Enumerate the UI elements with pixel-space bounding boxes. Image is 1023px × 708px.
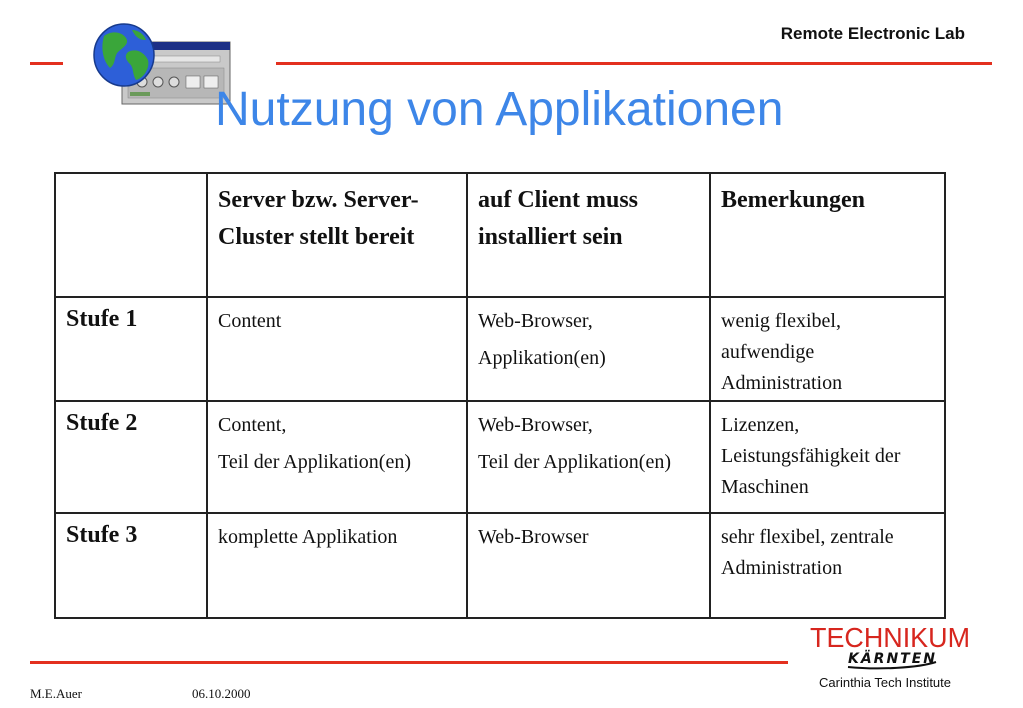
globe-icon bbox=[93, 23, 155, 87]
server-cell: Content bbox=[206, 296, 468, 402]
client-cell: Web-Browser, Applikation(en) bbox=[466, 296, 711, 402]
client-line: Web-Browser, bbox=[478, 414, 593, 436]
application-usage-table: Server bzw. Server-Cluster stellt bereit… bbox=[54, 172, 946, 619]
logo-main-text: TECHNIKUM bbox=[810, 622, 970, 653]
row-label: Stufe 1 bbox=[54, 296, 208, 402]
table-header-remarks: Bemerkungen bbox=[709, 172, 946, 298]
client-line: Teil der Applikation(en) bbox=[478, 451, 671, 473]
client-cell: Web-Browser bbox=[466, 512, 711, 619]
server-line: Content bbox=[218, 310, 282, 332]
server-line: Teil der Applikation(en) bbox=[218, 451, 411, 473]
client-line: Web-Browser bbox=[478, 526, 589, 548]
client-line: Applikation(en) bbox=[478, 347, 606, 369]
remarks-cell: sehr flexibel, zentrale Administration bbox=[709, 512, 946, 619]
footer-rule bbox=[30, 661, 788, 664]
remarks-cell: Lizenzen, Leistungsfähigkeit der Maschin… bbox=[709, 400, 946, 514]
server-cell: Content, Teil der Applikation(en) bbox=[206, 400, 468, 514]
table-header-server: Server bzw. Server-Cluster stellt bereit bbox=[206, 172, 468, 298]
table-row: Stufe 2 Content, Teil der Applikation(en… bbox=[54, 400, 946, 514]
client-cell: Web-Browser, Teil der Applikation(en) bbox=[466, 400, 711, 514]
page-title: Nutzung von Applikationen bbox=[215, 83, 784, 136]
table-header-client: auf Client muss installiert sein bbox=[466, 172, 711, 298]
table-row: Stufe 1 Content Web-Browser, Applikation… bbox=[54, 296, 946, 402]
table-header-empty bbox=[54, 172, 208, 298]
header-lab-name: Remote Electronic Lab bbox=[780, 24, 965, 43]
header-rule-right bbox=[276, 62, 992, 65]
institute-name: Carinthia Tech Institute bbox=[819, 675, 951, 690]
remarks-cell: wenig flexibel, aufwendige Administratio… bbox=[709, 296, 946, 402]
server-cell: komplette Applikation bbox=[206, 512, 468, 619]
server-line: komplette Applikation bbox=[218, 526, 398, 548]
footer-author: M.E.Auer bbox=[30, 686, 82, 701]
table-row: Stufe 3 komplette Applikation Web-Browse… bbox=[54, 512, 946, 619]
server-line: Content, bbox=[218, 414, 287, 436]
table-header-row: Server bzw. Server-Cluster stellt bereit… bbox=[54, 172, 946, 298]
logo-sub-text: KÄRNTEN bbox=[848, 650, 937, 667]
header-rule-left bbox=[30, 62, 63, 65]
footer-date: 06.10.2000 bbox=[192, 686, 251, 701]
client-line: Web-Browser, bbox=[478, 310, 593, 332]
row-label: Stufe 2 bbox=[54, 400, 208, 514]
row-label: Stufe 3 bbox=[54, 512, 208, 619]
globe-window-logo bbox=[92, 22, 234, 110]
technikum-logo: TECHNIKUM KÄRNTEN bbox=[810, 622, 970, 670]
